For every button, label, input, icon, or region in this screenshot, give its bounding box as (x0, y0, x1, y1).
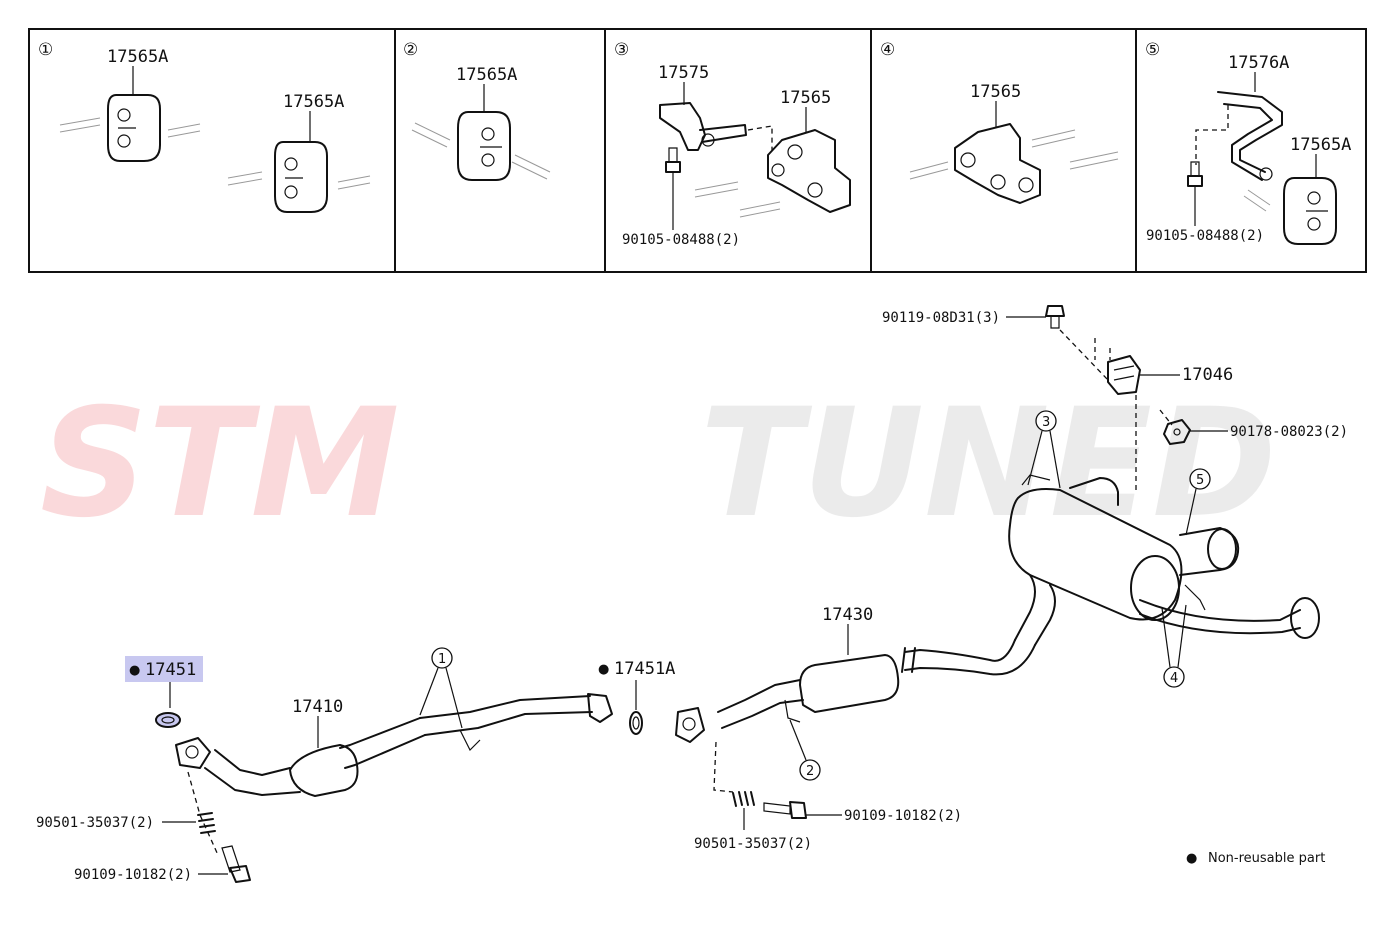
flange-icon (675, 707, 705, 743)
rubber-hanger-icon (457, 111, 511, 181)
label-front-pipe: 17410 (292, 697, 343, 717)
svg-text:2: 2 (806, 764, 814, 779)
inset-panel-2: ② 17565A (403, 40, 551, 181)
inset-panel-5: ⑤ 17576A 90105-08488(2) 17565A (1145, 40, 1351, 245)
callout-1: 1 (419, 647, 463, 729)
panel-index-2: ② (403, 40, 418, 60)
label-bolt-left: 90109-10182(2) (74, 867, 192, 883)
svg-text:3: 3 (1042, 415, 1050, 430)
flange-icon (587, 693, 613, 723)
label-bolt-top: 90119-08D31(3) (882, 310, 1000, 326)
rubber-hanger-icon (954, 123, 1041, 204)
watermark-left: STM (40, 377, 400, 551)
label-nut-right: 90178-08023(2) (1230, 424, 1348, 440)
rubber-hanger-icon (274, 141, 328, 213)
muffler-assembly (1008, 474, 1320, 646)
inset-panel-1: ① 17565A 17565A (38, 40, 371, 213)
panel1-part-a: 17565A (107, 47, 168, 67)
label-gasket-mid: 17451A (614, 659, 675, 679)
bolt-icon (221, 845, 251, 883)
spring-icon (197, 812, 216, 834)
gasket-17451A (629, 711, 643, 735)
highlight-box (125, 656, 203, 682)
panel5-part-bolt: 90105-08488(2) (1146, 228, 1264, 244)
label-bracket-top: 17046 (1182, 365, 1233, 385)
watermark: STM TUNED (40, 377, 1277, 551)
rubber-hanger-icon (1283, 177, 1337, 245)
gasket-17451 (155, 712, 181, 728)
label-rear-pipe: 17430 (822, 605, 873, 625)
inset-panel-3: ③ 17575 17565 90105-08488(2) (614, 40, 851, 248)
bolt-icon (1187, 161, 1203, 187)
label-spring-mid: 90501-35037(2) (694, 836, 812, 852)
nonreusable-bullet-mid: ● (598, 662, 609, 677)
inset-panels (28, 28, 1367, 273)
rubber-hanger-icon (767, 129, 851, 213)
svg-text:4: 4 (1170, 671, 1178, 686)
panel1-part-b: 17565A (283, 92, 344, 112)
spring-icon (732, 791, 755, 807)
callout-4: 4 (1161, 604, 1187, 688)
panel3-part-bracket: 17575 (658, 63, 709, 83)
svg-text:5: 5 (1196, 473, 1204, 488)
panel3-part-bolt: 90105-08488(2) (622, 232, 740, 248)
rear-pipe-17430 (675, 639, 1036, 743)
bolt-icon (763, 801, 807, 819)
inset-panel-4: ④ 17565 (880, 40, 1119, 204)
svg-text:1: 1 (438, 652, 446, 667)
panel-index-4: ④ (880, 40, 895, 60)
nut-icon (1163, 419, 1191, 445)
panel-index-1: ① (38, 40, 53, 60)
panel5-part-hanger: 17565A (1290, 135, 1351, 155)
callout-5: 5 (1185, 468, 1211, 536)
front-pipe-17410 (175, 693, 613, 797)
panel-index-5: ⑤ (1145, 40, 1160, 60)
callout-2: 2 (789, 719, 821, 781)
panel5-part-bracket: 17576A (1228, 53, 1289, 73)
hanger-bracket-icon (659, 102, 747, 151)
legend: ● Non-reusable part (1186, 851, 1325, 866)
bolt-icon (1045, 305, 1065, 329)
nonreusable-bullet-front: ● (129, 663, 140, 678)
watermark-right: TUNED (700, 377, 1277, 551)
label-bolt-mid: 90109-10182(2) (844, 808, 962, 824)
panel3-part-hanger: 17565 (780, 88, 831, 108)
rubber-hanger-icon (107, 94, 161, 162)
callout-3: 3 (1027, 410, 1061, 489)
legend-bullet: ● (1186, 851, 1197, 866)
label-gasket-front: 17451 (145, 660, 196, 680)
hanger-bracket-icon (1217, 91, 1283, 181)
label-spring-left: 90501-35037(2) (36, 815, 154, 831)
bolt-icon (665, 147, 681, 173)
legend-text: Non-reusable part (1208, 851, 1325, 866)
panel4-part-a: 17565 (970, 82, 1021, 102)
flange-icon (175, 737, 211, 769)
panel2-part-a: 17565A (456, 65, 517, 85)
exhaust-bracket-17046 (1107, 355, 1141, 395)
panel-index-3: ③ (614, 40, 629, 60)
